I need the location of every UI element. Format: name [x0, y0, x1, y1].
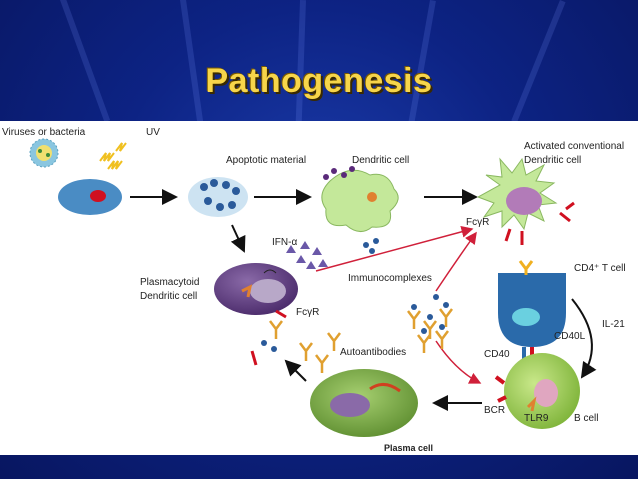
cd4-t-cell-icon — [498, 260, 566, 359]
label-uv: UV — [146, 127, 160, 138]
arrow-pdc-to-activated — [315, 225, 474, 272]
label-fcyr-top: FcγR — [466, 217, 489, 228]
plasma-cell-icon — [310, 369, 418, 437]
autoantibodies-icon — [269, 320, 341, 373]
label-plasmacytoid-line2: Dendritic cell — [140, 291, 197, 302]
dendritic-cell-icon — [321, 166, 399, 232]
uv-lightning-icon — [99, 142, 127, 170]
label-activated-line2: Dendritic cell — [524, 155, 581, 166]
cell-icon — [58, 179, 122, 215]
label-cd40l: CD40L — [554, 331, 586, 342]
label-tlr9: TLR9 — [524, 413, 549, 424]
label-viruses: Viruses or bacteria — [2, 127, 86, 138]
arrow-apoptotic-to-pdc — [230, 224, 246, 253]
arrow-tcell-to-bcell — [571, 298, 597, 379]
label-dendritic: Dendritic cell — [352, 155, 409, 166]
label-immunocomplexes: Immunocomplexes — [348, 273, 432, 284]
ifn-alpha-icon — [286, 241, 328, 269]
label-ifn: IFN-α — [272, 237, 297, 248]
plasmacytoid-dendritic-cell-icon — [214, 263, 298, 319]
virus-icon — [29, 138, 59, 168]
label-plasmacytoid-line1: Plasmacytoid — [140, 277, 199, 288]
label-apoptotic: Apoptotic material — [226, 155, 306, 166]
label-il21: IL-21 — [602, 319, 625, 330]
activated-dendritic-cell-icon — [476, 157, 575, 245]
arrow-plasma-to-autoantibodies — [284, 359, 307, 382]
label-bcr: BCR — [484, 405, 505, 416]
slide-title: Pathogenesis — [205, 62, 433, 100]
dna-particles-icon — [261, 340, 277, 352]
label-cd40: CD40 — [484, 349, 510, 360]
label-activated-line1: Activated conventional — [524, 141, 624, 152]
apoptotic-material-icon — [188, 177, 248, 217]
immunocomplexes-icon — [407, 294, 453, 353]
diagram-panel: Viruses or bacteria UV Apoptotic materia… — [0, 121, 638, 455]
dna-particles-icon — [363, 238, 379, 254]
arrow-immunocomplex-to-activated — [435, 231, 477, 292]
pathogenesis-diagram: Viruses or bacteria UV Apoptotic materia… — [2, 127, 626, 453]
fcyr-receptor-icon — [250, 350, 258, 366]
label-fcyr-left: FcγR — [296, 307, 319, 318]
label-plasma: Plasma cell — [384, 443, 433, 453]
b-cell-icon — [494, 353, 580, 429]
label-bcell: B cell — [574, 413, 598, 424]
label-cd4: CD4⁺ T cell — [574, 263, 626, 274]
label-autoantibodies: Autoantibodies — [340, 347, 406, 358]
arrow-immunocomplex-to-bcell — [435, 340, 482, 384]
